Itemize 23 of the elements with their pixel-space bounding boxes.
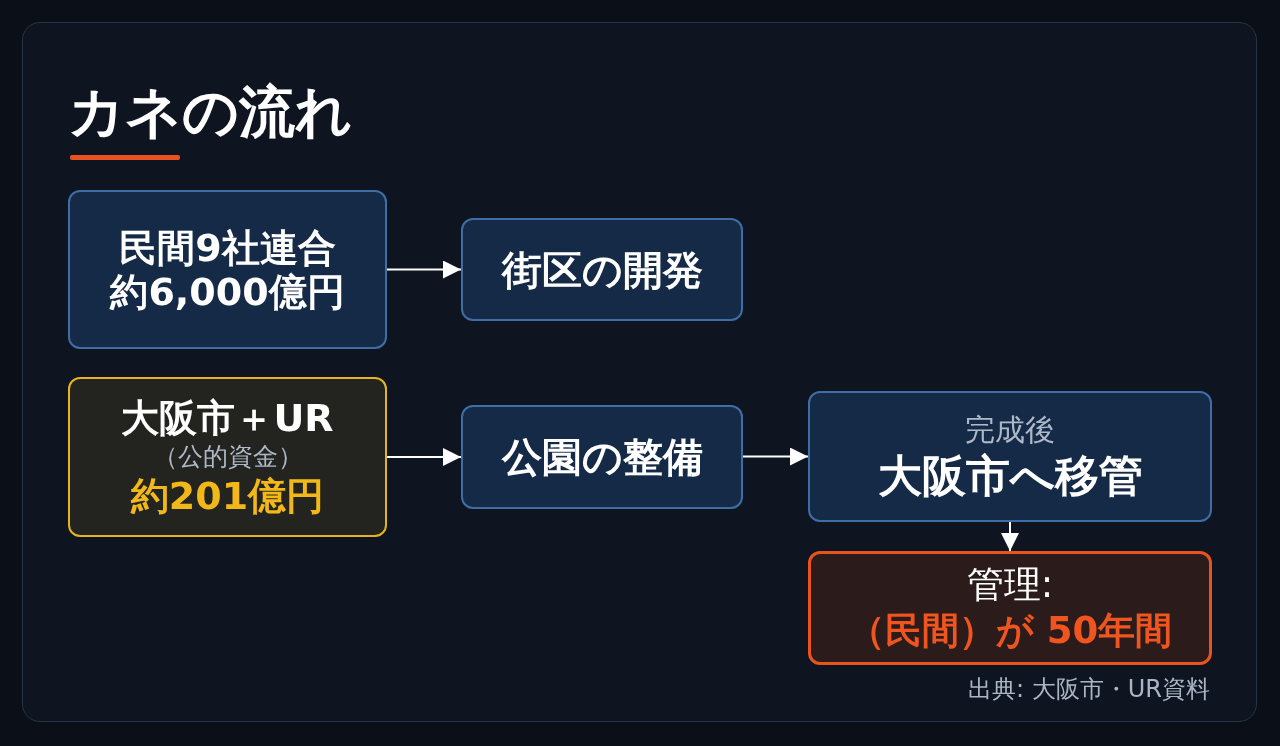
process-box [808, 391, 1212, 522]
funding-box [68, 190, 387, 349]
box-title: 民間9社連合 [119, 225, 336, 270]
box-title: 大阪市＋UR [121, 396, 334, 440]
arrow [386, 448, 462, 466]
source-note: 出典: 大阪市・UR資料 [968, 674, 1210, 704]
box-title: 大阪市へ移管 [877, 448, 1143, 503]
funding-box [68, 377, 387, 537]
box-title: 街区の開発 [501, 245, 703, 294]
arrow [742, 447, 809, 466]
arrow [386, 260, 462, 279]
box-text: 管理: [966, 562, 1054, 608]
arrow [1001, 521, 1019, 552]
box-note: 完成後 [965, 410, 1055, 449]
amount-text: 約6,000億円 [110, 269, 345, 314]
management-box [808, 551, 1212, 665]
box-note: （公的資金） [152, 441, 303, 473]
process-box [461, 405, 743, 509]
process-box [461, 218, 743, 321]
box-text: （民間）が 50年間 [847, 608, 1173, 654]
amount-text: 約201億円 [130, 474, 325, 518]
box-title: 公園の整備 [501, 433, 703, 481]
title: カネの流れ [68, 80, 352, 144]
